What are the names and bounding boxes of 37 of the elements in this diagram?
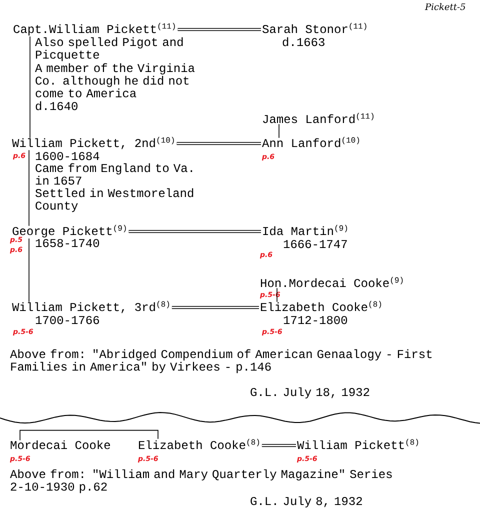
person-name: Sarah Stonor$^{(11)}$ xyxy=(262,22,366,34)
person-name: Capt.William Pickett$^{(11)}$ xyxy=(14,22,175,36)
marriage-line xyxy=(128,230,261,233)
marriage-line xyxy=(176,142,261,145)
person-name: Mordecai Cooke xyxy=(10,440,110,450)
note-text: Settled in Westmoreland County xyxy=(35,188,194,212)
note-text: 1666-1747 xyxy=(284,240,347,248)
person-name: Ida Martin$^{(9)}$ xyxy=(263,224,348,236)
marriage-line xyxy=(262,444,296,447)
note-text: 1712-1800 xyxy=(284,316,348,324)
note-text: G.L. July 18, 1932 xyxy=(250,387,370,398)
marriage-line xyxy=(178,28,261,31)
note-text: d.1640 xyxy=(36,101,78,110)
descent-line xyxy=(28,238,30,302)
note-text: 1600-1684 xyxy=(36,152,100,160)
note-text: 1658-1740 xyxy=(36,238,100,248)
note-text: 1700-1766 xyxy=(36,316,100,324)
person-name: William Pickett, 2nd$^{(10)}$ xyxy=(12,136,174,150)
person-name: William Pickett$^{(8)}$ xyxy=(297,438,418,450)
person-name: Elizabeth Cooke$^{(8)}$ xyxy=(260,300,382,312)
person-name: Hon.Mordecai Cooke$^{(9)}$ xyxy=(260,276,403,288)
descent-line xyxy=(278,124,280,138)
page-number: Pickett-5 xyxy=(424,3,466,10)
descent-line xyxy=(28,150,30,226)
note-text: Above from: "William and Mary Quarterly Magazine" Series 2-10-1930 p.62 xyxy=(10,469,392,494)
note-text: Came from England to Va. in 1657 xyxy=(36,163,192,185)
marriage-line xyxy=(172,306,259,309)
note-text: Above from: "Abridged Compendium of American Genaalogy - First Families in America" by Virkees - p.146 xyxy=(10,349,432,374)
person-name: Ann Lanford$^{(10)}$ xyxy=(262,136,360,148)
person-name: James Lanford$^{(11)}$ xyxy=(263,112,374,124)
person-name: Elizabeth Cooke$^{(8)}$ xyxy=(138,438,260,450)
person-name: William Pickett, 3rd$^{(8)}$ xyxy=(12,300,170,314)
note-text: G.L. July 8, 1932 xyxy=(250,496,362,508)
note-text: Also spelled Pigot and Picquette xyxy=(35,37,183,62)
descent-line xyxy=(20,430,158,441)
note-text: d.1663 xyxy=(282,37,324,46)
person-name: George Pickett$^{(9)}$ xyxy=(12,224,126,238)
